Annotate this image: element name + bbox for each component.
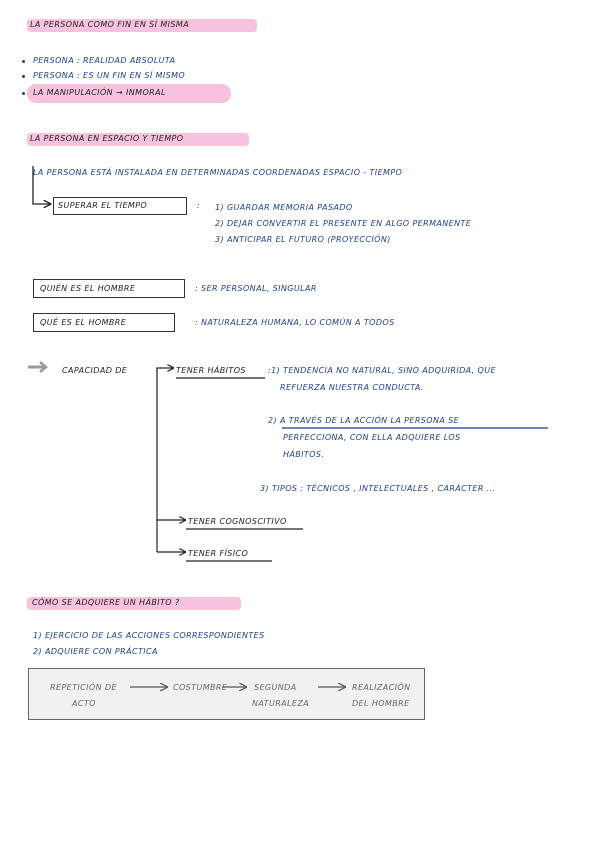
point3-tipos: 3) TIPOS : TÉCNICOS , INTELECTUALES , CA… [260,484,496,493]
capacidad-de-label: CAPACIDAD DE [62,366,128,375]
bullet-dot [22,75,25,78]
title-highlight [27,597,241,610]
list-item-memoria: 1) GUARDAR MEMORIA PASADO [215,203,353,212]
title-highlight [27,133,249,146]
flow-costumbre: COSTUMBRE [173,683,228,692]
list-item-futuro: 3) ANTICIPAR EL FUTURO (PROYECCIÓN) [215,235,391,244]
branch-tener-fisico: TENER FÍSICO [188,549,249,558]
point2-line1: 2) A TRAVÉS DE LA ACCIÓN LA PERSONA SE [268,416,460,425]
point1-line2: REFUERZA NUESTRA CONDUCTA. [280,383,424,392]
list-item-presente: 2) DEJAR CONVERTIR EL PRESENTE EN ALGO P… [215,219,472,228]
tree-branch-habitos [156,368,173,372]
superar-tiempo-box [53,197,187,215]
flow-repeticion-line1: REPETICIÓN DE [50,683,117,692]
step-ejercicio: 1) EJERCICIO DE LAS ACCIONES CORRESPONDI… [33,631,265,640]
que-hombre-box [33,313,175,332]
flow-segunda-line2: NATURALEZA [252,699,310,708]
branch-tener-habitos: TENER HÁBITOS [176,366,246,375]
statement-coordenadas: LA PERSONA ESTÁ INSTALADA EN DETERMINADA… [33,168,403,177]
point1-line1: :1) TENDENCIA NO NATURAL, SINO ADQUIRIDA… [268,366,496,375]
superar-tiempo-colon: : [197,201,201,210]
quien-hombre-definicion: : SER PERSONAL, SINGULAR [195,284,317,293]
bullet-realidad-absoluta: PERSONA : REALIDAD ABSOLUTA [33,56,176,65]
superar-tiempo-label: SUPERAR EL TIEMPO [58,201,148,210]
quien-hombre-box [33,279,185,298]
bracket-arrow-superar [32,166,50,204]
flow-realizacion-line2: DEL HOMBRE [352,699,410,708]
branch-tener-cognoscitivo: TENER COGNOSCITIVO [188,517,287,526]
bullet-dot [22,92,25,95]
flow-realizacion-line1: REALIZACIÓN [352,683,411,692]
section-title-como-habito: CÓMO SE ADQUIERE UN HÁBITO ? [32,598,180,607]
section-title-espacio-tiempo: LA PERSONA EN ESPACIO Y TIEMPO [30,134,184,143]
bullet-dot [22,60,25,63]
habit-flow-box [28,668,425,720]
title-highlight [27,19,257,32]
que-hombre-definicion: : NATURALEZA HUMANA, LO COMÚN A TODOS [195,318,395,327]
point2-line2: PERFECCIONA, CON ELLA ADQUIERE LOS [283,433,461,442]
bullet-manipulacion: LA MANIPULACIÓN → INMORAL [33,88,166,97]
arrow-right-icon [28,361,48,373]
section-title-persona-fin: LA PERSONA COMO FIN EN SÍ MISMA [30,20,190,29]
flow-segunda-line1: SEGUNDA [254,683,297,692]
que-hombre-label: QUÉ ES EL HOMBRE [40,318,127,327]
bullet-fin-en-si: PERSONA : ES UN FIN EN SÍ MISMO [33,71,186,80]
step-practica: 2) ADQUIERE CON PRÁCTICA [33,647,158,656]
flow-repeticion-line2: ACTO [72,699,96,708]
quien-hombre-label: QUIÉN ES EL HOMBRE [40,284,136,293]
point2-line3: HÁBITOS. [283,450,325,459]
manipulacion-highlight [27,84,231,103]
